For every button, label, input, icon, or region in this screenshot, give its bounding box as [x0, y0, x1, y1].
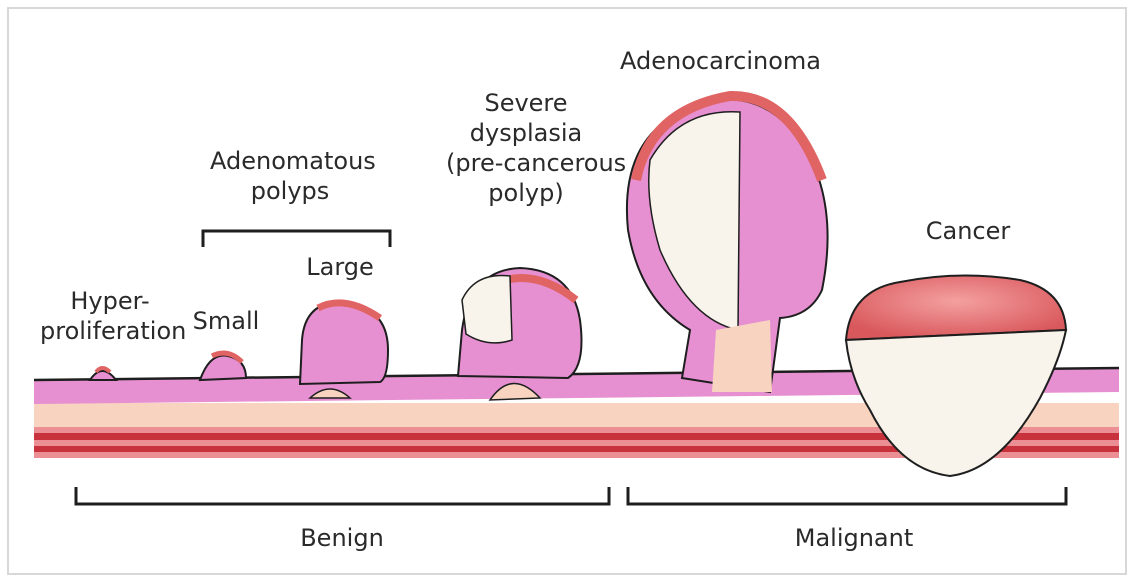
label-hyperproliferation-line1: Hyper- [40, 286, 180, 316]
label-adenocarcinoma: Adenocarcinoma [620, 46, 820, 76]
label-hyperproliferation: Hyper- proliferation [40, 286, 180, 346]
label-severe-line3: (pre-cancerous [446, 148, 606, 178]
label-small: Small [186, 306, 266, 336]
label-severe-dysplasia: Severe dysplasia (pre-cancerous polyp) [446, 88, 606, 208]
label-cancer: Cancer [918, 216, 1018, 246]
label-severe-line1: Severe [446, 88, 606, 118]
label-hyperproliferation-line2: proliferation [40, 316, 180, 346]
label-benign: Benign [292, 523, 392, 553]
label-severe-line4: polyp) [446, 178, 606, 208]
label-adenomatous-line2: polyps [210, 176, 370, 206]
label-severe-line2: dysplasia [446, 118, 606, 148]
label-adenomatous-polyps: Adenomatous polyps [210, 146, 370, 206]
label-adenomatous-line1: Adenomatous [210, 146, 370, 176]
label-large: Large [300, 252, 380, 282]
label-malignant: Malignant [784, 523, 924, 553]
